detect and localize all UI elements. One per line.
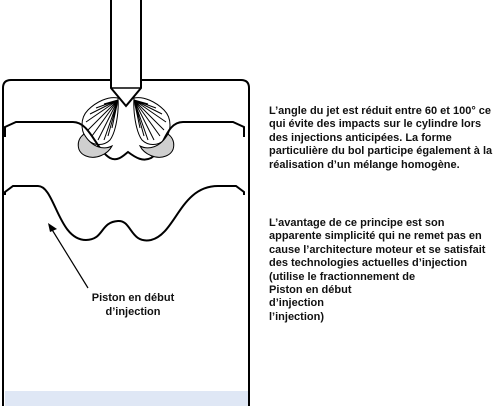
piston-label: Piston en début d’injection [91,292,175,318]
description-paragraph-2: L’avantage de ce principe est son appare… [269,217,486,323]
spray-plume-right [133,97,175,158]
description-paragraph-1: L’angle du jet est réduit entre 60 et 10… [269,105,493,171]
spray-plume-left [77,97,119,158]
piston-injection-position [4,185,245,242]
piston-top-position [4,121,245,161]
cylinder-outline [2,79,250,406]
cylinder-bottom-band [5,391,248,406]
arrow-head-icon [48,223,57,232]
injector [110,0,142,108]
leader-line [50,227,89,289]
